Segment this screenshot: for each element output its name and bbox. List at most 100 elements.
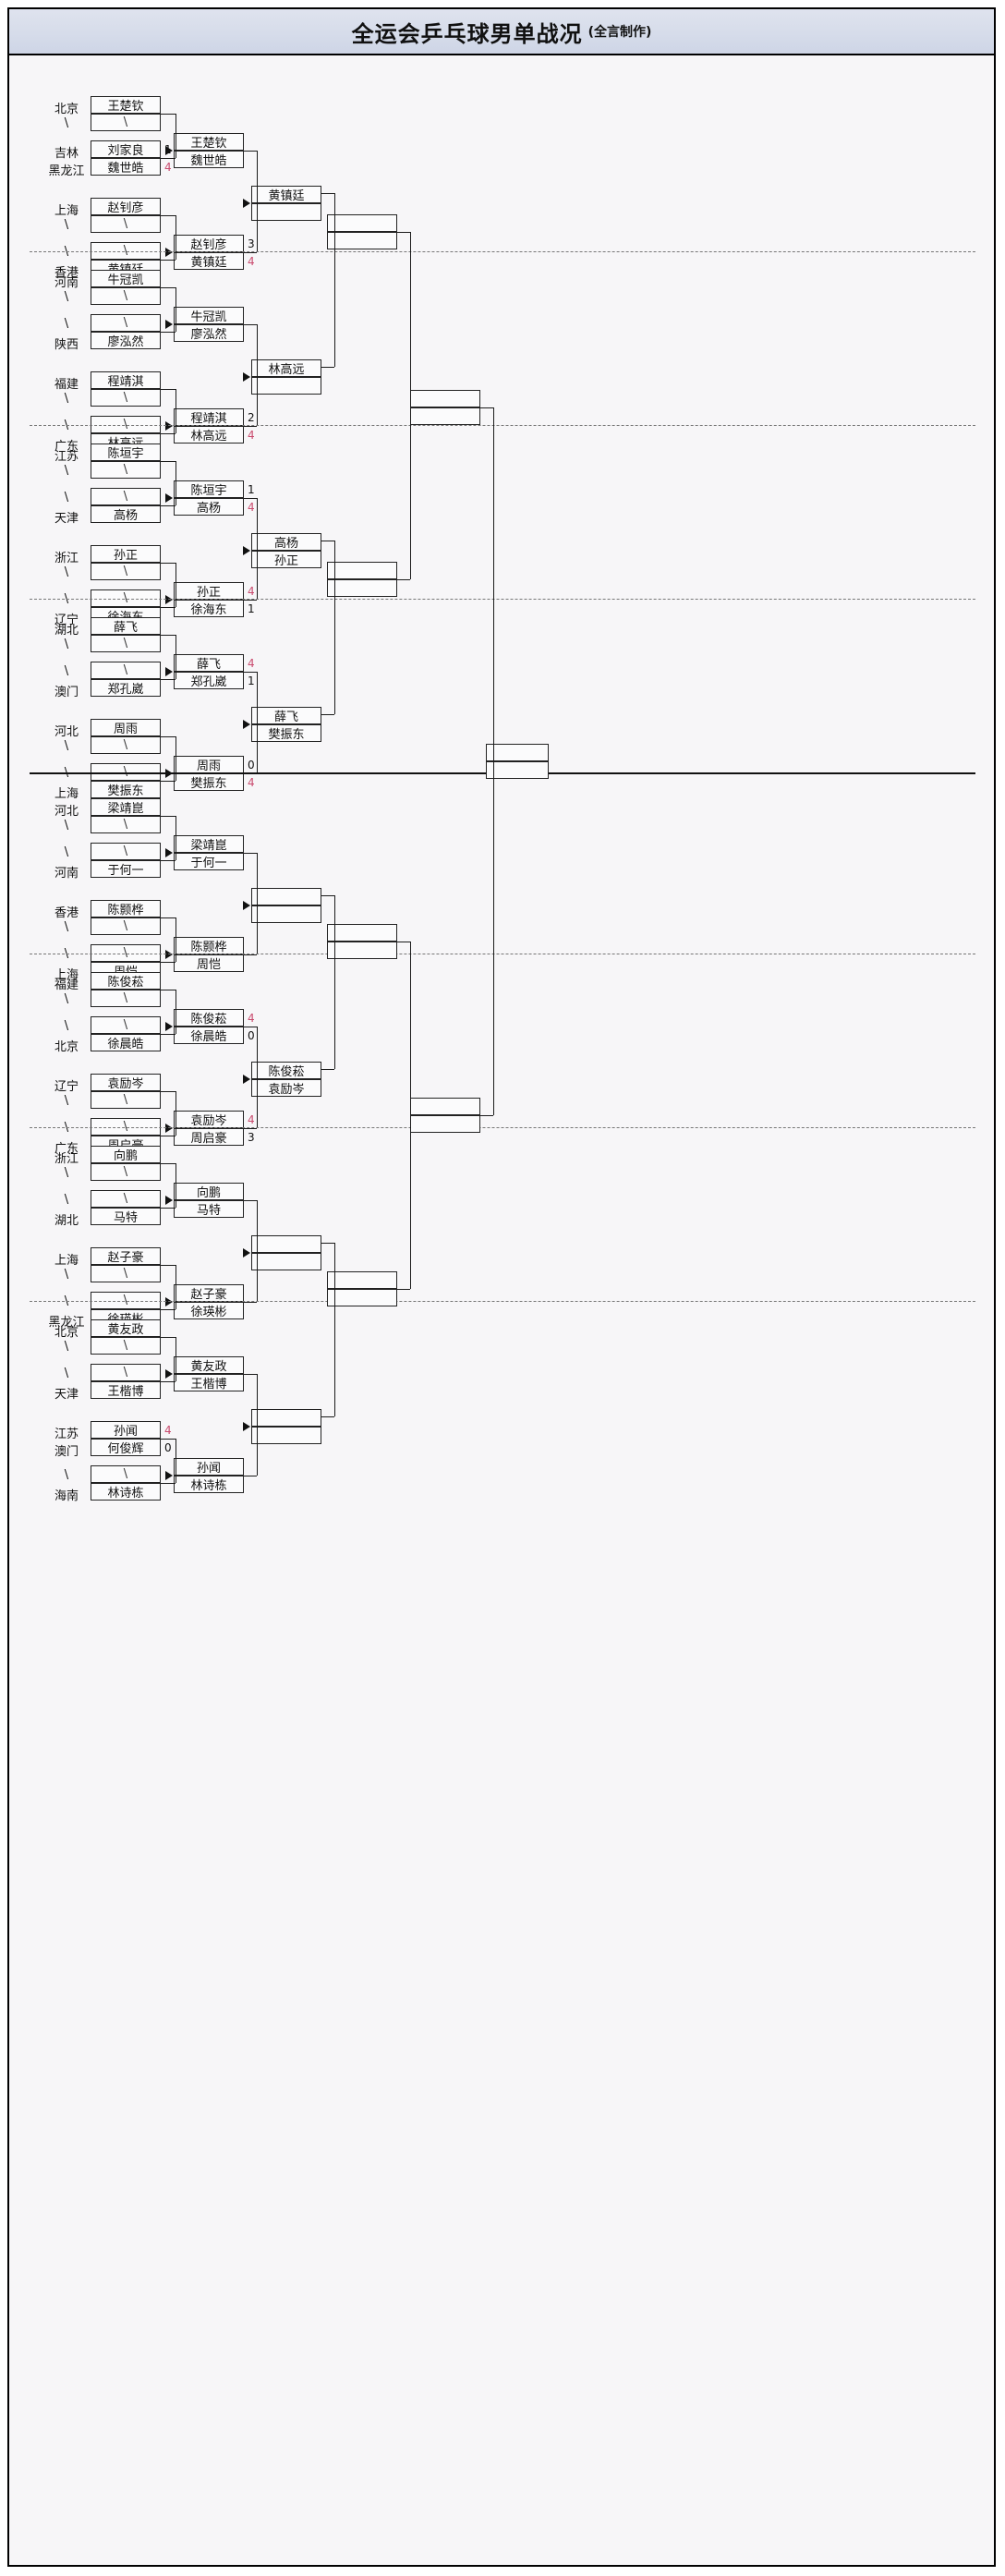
- r2-s4-1-bottom[interactable]: 樊振东: [174, 773, 244, 791]
- r1-slot-s7-4[interactable]: 赵子豪: [91, 1247, 161, 1265]
- r1-slot-s4-3[interactable]: 郑孔崴: [91, 679, 161, 697]
- r1-slot-s5-5[interactable]: \: [91, 917, 161, 935]
- r1-slot-s3-0[interactable]: 陈垣宇: [91, 444, 161, 461]
- r1-slot-s7-3[interactable]: 马特: [91, 1208, 161, 1225]
- r2-s1-0-top[interactable]: 王楚钦: [174, 133, 244, 151]
- r3-s8-top[interactable]: [251, 1409, 321, 1427]
- r1-slot-s6-6[interactable]: \: [91, 1118, 161, 1136]
- r1-slot-s8-4[interactable]: 孙闻: [91, 1421, 161, 1439]
- r1-slot-s6-2[interactable]: \: [91, 1016, 161, 1034]
- r1-slot-s7-6[interactable]: \: [91, 1292, 161, 1309]
- r1-slot-s5-0[interactable]: 梁靖崑: [91, 798, 161, 816]
- r1-slot-s8-1[interactable]: \: [91, 1337, 161, 1355]
- r1-slot-s3-5[interactable]: \: [91, 563, 161, 580]
- r1-slot-s3-3[interactable]: 高杨: [91, 505, 161, 523]
- r1-slot-s7-1[interactable]: \: [91, 1163, 161, 1181]
- r2-s1-1-bottom[interactable]: 黄镇廷: [174, 252, 244, 270]
- r1-slot-s4-1[interactable]: \: [91, 635, 161, 652]
- r1-slot-s6-1[interactable]: \: [91, 990, 161, 1007]
- r3-s3-top[interactable]: 高杨: [251, 533, 321, 551]
- r3-s4-top[interactable]: 薛飞: [251, 707, 321, 724]
- r1-slot-s4-4[interactable]: 周雨: [91, 719, 161, 736]
- r1-slot-s8-5[interactable]: 何俊辉: [91, 1439, 161, 1456]
- r2-s6-1-top[interactable]: 袁励岑: [174, 1111, 244, 1128]
- final-bottom[interactable]: [486, 761, 549, 779]
- r2-s2-1-top[interactable]: 程靖淇: [174, 408, 244, 426]
- r1-slot-s7-0[interactable]: 向鹏: [91, 1146, 161, 1163]
- r2-s3-1-top[interactable]: 孙正: [174, 582, 244, 600]
- r1-slot-s7-5[interactable]: \: [91, 1265, 161, 1282]
- r1-slot-s1-5[interactable]: \: [91, 215, 161, 233]
- r1-slot-s6-3[interactable]: 徐晨皓: [91, 1034, 161, 1051]
- r1-slot-s8-3[interactable]: 王楷博: [91, 1381, 161, 1399]
- r1-slot-s5-4[interactable]: 陈颢桦: [91, 900, 161, 917]
- r1-slot-s3-6[interactable]: \: [91, 589, 161, 607]
- r2-s8-0-bottom[interactable]: 王楷博: [174, 1374, 244, 1391]
- qf-qf-lower-mid-top[interactable]: [327, 924, 397, 942]
- r2-s3-0-bottom[interactable]: 高杨: [174, 498, 244, 516]
- r1-slot-s4-2[interactable]: \: [91, 662, 161, 679]
- r2-s6-0-top[interactable]: 陈俊菘: [174, 1009, 244, 1027]
- r1-slot-s1-0[interactable]: 王楚钦: [91, 96, 161, 114]
- r1-slot-s1-6[interactable]: \: [91, 242, 161, 260]
- r1-slot-s2-6[interactable]: \: [91, 416, 161, 433]
- r1-slot-s2-4[interactable]: 程靖淇: [91, 371, 161, 389]
- r1-slot-s5-1[interactable]: \: [91, 816, 161, 833]
- qf-qf-top-bottom[interactable]: [327, 232, 397, 249]
- r2-s7-1-bottom[interactable]: 徐瑛彬: [174, 1302, 244, 1319]
- r3-s4-bottom[interactable]: 樊振东: [251, 724, 321, 742]
- r2-s8-0-top[interactable]: 黄友政: [174, 1356, 244, 1374]
- final-top[interactable]: [486, 744, 549, 761]
- r2-s3-1-bottom[interactable]: 徐海东: [174, 600, 244, 617]
- r1-slot-s5-2[interactable]: \: [91, 843, 161, 860]
- r3-s5-bottom[interactable]: [251, 905, 321, 923]
- r2-s8-1-top[interactable]: 孙闻: [174, 1458, 244, 1476]
- qf-qf-upper-mid-top[interactable]: [327, 562, 397, 579]
- r1-slot-s3-2[interactable]: \: [91, 488, 161, 505]
- r1-slot-s8-6[interactable]: \: [91, 1465, 161, 1483]
- r2-s5-0-top[interactable]: 梁靖崑: [174, 835, 244, 853]
- r1-slot-s3-4[interactable]: 孙正: [91, 545, 161, 563]
- r2-s5-1-bottom[interactable]: 周恺: [174, 954, 244, 972]
- qf-qf-top-top[interactable]: [327, 214, 397, 232]
- r1-slot-s1-3[interactable]: 魏世皓: [91, 158, 161, 176]
- r2-s6-0-bottom[interactable]: 徐晨皓: [174, 1027, 244, 1044]
- r1-slot-s8-0[interactable]: 黄友政: [91, 1319, 161, 1337]
- r1-slot-s1-2[interactable]: 刘家良: [91, 140, 161, 158]
- r1-slot-s2-5[interactable]: \: [91, 389, 161, 407]
- r1-slot-s4-6[interactable]: \: [91, 763, 161, 781]
- r3-s3-bottom[interactable]: 孙正: [251, 551, 321, 568]
- r3-s1-bottom[interactable]: [251, 203, 321, 221]
- r2-s5-0-bottom[interactable]: 于何一: [174, 853, 244, 870]
- r2-s1-1-top[interactable]: 赵钊彦: [174, 235, 244, 252]
- r1-slot-s4-0[interactable]: 薛飞: [91, 617, 161, 635]
- r2-s4-1-top[interactable]: 周雨: [174, 756, 244, 773]
- r2-s4-0-top[interactable]: 薛飞: [174, 654, 244, 672]
- r1-slot-s1-4[interactable]: 赵钊彦: [91, 198, 161, 215]
- qf-qf-bottom-top[interactable]: [327, 1271, 397, 1289]
- r2-s7-0-top[interactable]: 向鹏: [174, 1183, 244, 1200]
- r1-slot-s7-2[interactable]: \: [91, 1190, 161, 1208]
- r3-s6-bottom[interactable]: 袁励岑: [251, 1079, 321, 1097]
- r1-slot-s1-1[interactable]: \: [91, 114, 161, 131]
- r2-s2-1-bottom[interactable]: 林高远: [174, 426, 244, 444]
- r3-s2-bottom[interactable]: [251, 377, 321, 395]
- r3-s8-bottom[interactable]: [251, 1427, 321, 1444]
- r2-s7-1-top[interactable]: 赵子豪: [174, 1284, 244, 1302]
- r3-s6-top[interactable]: 陈俊菘: [251, 1062, 321, 1079]
- r3-s5-top[interactable]: [251, 888, 321, 905]
- r1-slot-s2-2[interactable]: \: [91, 314, 161, 332]
- qf-qf-lower-mid-bottom[interactable]: [327, 942, 397, 959]
- r2-s6-1-bottom[interactable]: 周启豪: [174, 1128, 244, 1146]
- r2-s5-1-top[interactable]: 陈颢桦: [174, 937, 244, 954]
- r1-slot-s2-0[interactable]: 牛冠凯: [91, 270, 161, 287]
- r1-slot-s5-6[interactable]: \: [91, 944, 161, 962]
- r1-slot-s8-2[interactable]: \: [91, 1364, 161, 1381]
- qf-qf-bottom-bottom[interactable]: [327, 1289, 397, 1306]
- r2-s8-1-bottom[interactable]: 林诗栋: [174, 1476, 244, 1493]
- r1-slot-s6-5[interactable]: \: [91, 1091, 161, 1109]
- r2-s1-0-bottom[interactable]: 魏世皓: [174, 151, 244, 168]
- r1-slot-s2-3[interactable]: 廖泓然: [91, 332, 161, 349]
- r1-slot-s5-3[interactable]: 于何一: [91, 860, 161, 878]
- r3-s7-top[interactable]: [251, 1235, 321, 1253]
